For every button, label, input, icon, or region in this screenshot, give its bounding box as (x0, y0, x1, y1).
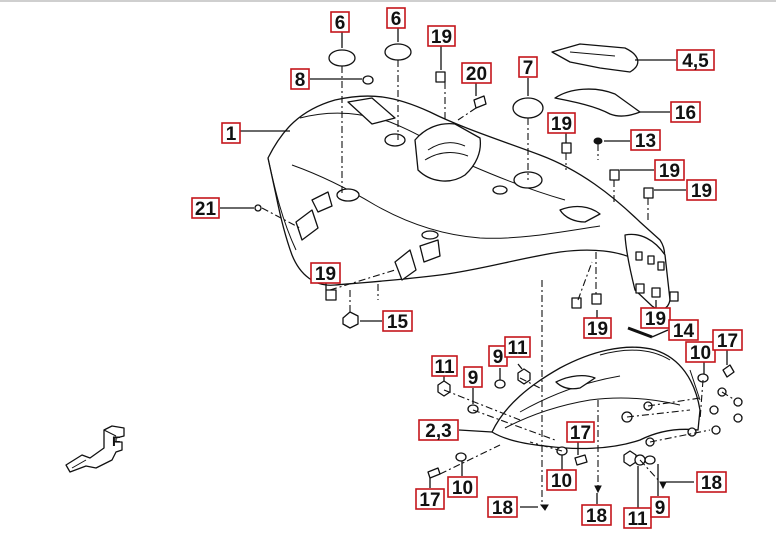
svg-text:11: 11 (627, 509, 648, 530)
callout-19-mid: 19 (547, 112, 576, 135)
svg-text:19: 19 (645, 309, 666, 330)
svg-text:21: 21 (195, 199, 217, 220)
callout-15: 15 (382, 310, 413, 333)
callout-7: 7 (518, 56, 538, 79)
svg-text:11: 11 (434, 357, 455, 378)
svg-text:9: 9 (493, 347, 504, 368)
callout-18-left: 18 (487, 496, 518, 519)
svg-text:10: 10 (690, 343, 711, 364)
front-direction-icon: F (65, 425, 125, 473)
inner-fender-body (491, 346, 701, 450)
callout-13: 13 (630, 129, 661, 152)
callout-18-right: 18 (696, 471, 727, 494)
leader-lines (220, 28, 728, 508)
svg-text:17: 17 (717, 331, 738, 352)
svg-text:17: 17 (570, 423, 591, 444)
callout-6-left: 6 (330, 11, 350, 34)
callout-20: 20 (461, 62, 492, 85)
svg-text:6: 6 (391, 9, 402, 30)
callout-18-mid: 18 (581, 504, 612, 527)
svg-text:11: 11 (507, 338, 528, 359)
callout-10-right: 10 (685, 341, 716, 364)
svg-text:19: 19 (691, 181, 712, 202)
callout-19-right-b: 19 (686, 179, 717, 202)
callout-9-mid: 9 (463, 366, 483, 389)
svg-text:17: 17 (419, 490, 440, 511)
callout-11-mid: 11 (504, 336, 531, 359)
svg-text:20: 20 (466, 64, 487, 85)
callout-21: 21 (191, 197, 220, 220)
svg-text:13: 13 (635, 131, 656, 152)
callout-9-right: 9 (650, 496, 670, 519)
svg-text:18: 18 (701, 473, 722, 494)
callout-1: 1 (221, 122, 241, 145)
front-letter: F (112, 433, 121, 449)
svg-text:1: 1 (226, 124, 237, 145)
callout-16: 16 (670, 101, 701, 124)
svg-text:10: 10 (551, 471, 572, 492)
svg-text:9: 9 (655, 498, 666, 519)
callout-17-left: 17 (415, 488, 445, 511)
svg-text:6: 6 (335, 13, 346, 34)
svg-text:18: 18 (492, 498, 513, 519)
callout-4-5: 4,5 (676, 49, 715, 72)
top-border (0, 0, 776, 2)
svg-text:19: 19 (551, 114, 572, 135)
svg-text:10: 10 (452, 478, 473, 499)
callout-14: 14 (668, 319, 699, 342)
svg-text:19: 19 (315, 264, 336, 285)
svg-text:14: 14 (673, 321, 695, 342)
svg-text:15: 15 (387, 312, 409, 333)
callout-11-left: 11 (431, 355, 458, 378)
svg-text:19: 19 (659, 161, 680, 182)
svg-text:19: 19 (431, 27, 452, 48)
callout-19-lower-right: 19 (640, 307, 671, 330)
callout-2-3: 2,3 (418, 419, 459, 442)
callout-19-lower: 19 (583, 317, 612, 340)
assembly-lines (261, 60, 736, 505)
svg-text:2,3: 2,3 (425, 421, 451, 442)
svg-text:7: 7 (523, 58, 534, 79)
svg-text:8: 8 (295, 70, 306, 91)
callout-10-left: 10 (447, 476, 478, 499)
svg-text:9: 9 (468, 368, 479, 389)
callout-11-right: 11 (623, 507, 652, 530)
callout-19-top: 19 (427, 25, 456, 48)
callout-19-left: 19 (310, 262, 341, 285)
callout-8: 8 (290, 68, 310, 91)
svg-text:18: 18 (586, 506, 607, 527)
callout-17-mid: 17 (566, 421, 595, 444)
svg-text:16: 16 (675, 103, 696, 124)
svg-text:4,5: 4,5 (682, 51, 709, 72)
callout-6-right: 6 (386, 7, 406, 30)
svg-text:19: 19 (587, 319, 608, 340)
callout-labels: 1 8 21 6 6 19 20 7 4,5 16 19 13 19 19 19… (191, 7, 743, 530)
callout-17-right: 17 (712, 329, 743, 352)
callout-10-mid: 10 (546, 469, 577, 492)
callout-19-right-a: 19 (654, 159, 685, 182)
